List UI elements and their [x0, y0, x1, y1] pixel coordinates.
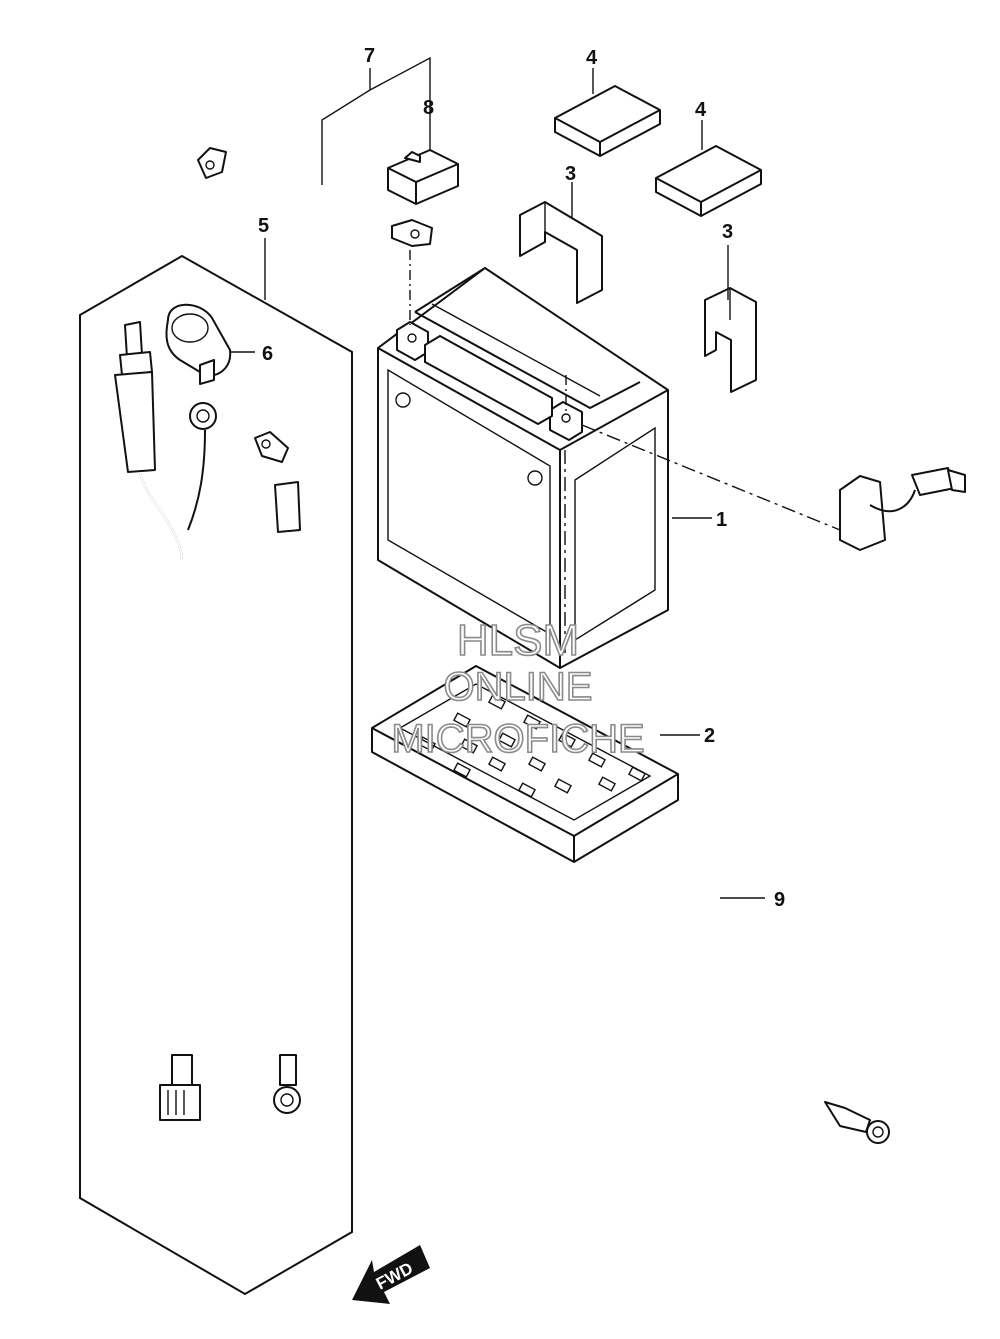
callout-8: 8 — [423, 97, 434, 119]
positive-lead — [197, 147, 433, 247]
callout-9: 9 — [774, 889, 785, 911]
callout-7: 7 — [364, 45, 375, 67]
spacer-lower — [704, 287, 757, 393]
callout-1: 1 — [716, 509, 727, 531]
callout-2: 2 — [704, 725, 715, 747]
cap — [165, 303, 232, 385]
battery-tray — [371, 665, 679, 863]
callout-6: 6 — [262, 343, 273, 365]
watermark-line-3: MICROFICHE — [391, 717, 644, 761]
watermark-line-2: ONLINE — [444, 665, 593, 709]
callout-5: 5 — [258, 215, 269, 237]
terminal-cover — [387, 149, 459, 205]
callout-3-upper: 3 — [565, 163, 576, 185]
pad-left — [554, 85, 661, 157]
harness-lead — [114, 321, 217, 1121]
fwd-direction-arrow: FWD — [352, 1245, 430, 1304]
watermark: HLSM ONLINE MICROFICHE — [391, 615, 646, 762]
callout-4-left: 4 — [586, 47, 598, 69]
wiring-harness-set — [79, 254, 353, 1296]
callout-labels: 1 2 3 3 4 4 5 6 7 8 9 — [258, 45, 785, 911]
battery — [377, 267, 669, 669]
spacer-upper — [519, 201, 603, 304]
watermark-line-1: HLSM — [457, 616, 579, 665]
callout-4-right: 4 — [695, 99, 707, 121]
leader-lines — [230, 56, 765, 899]
callout-3-lower: 3 — [722, 221, 733, 243]
negative-lead — [708, 467, 966, 1144]
pad-right — [655, 145, 762, 217]
ground-lead — [254, 431, 301, 1114]
tray-slots — [417, 694, 647, 798]
assembly-lines — [409, 250, 841, 655]
